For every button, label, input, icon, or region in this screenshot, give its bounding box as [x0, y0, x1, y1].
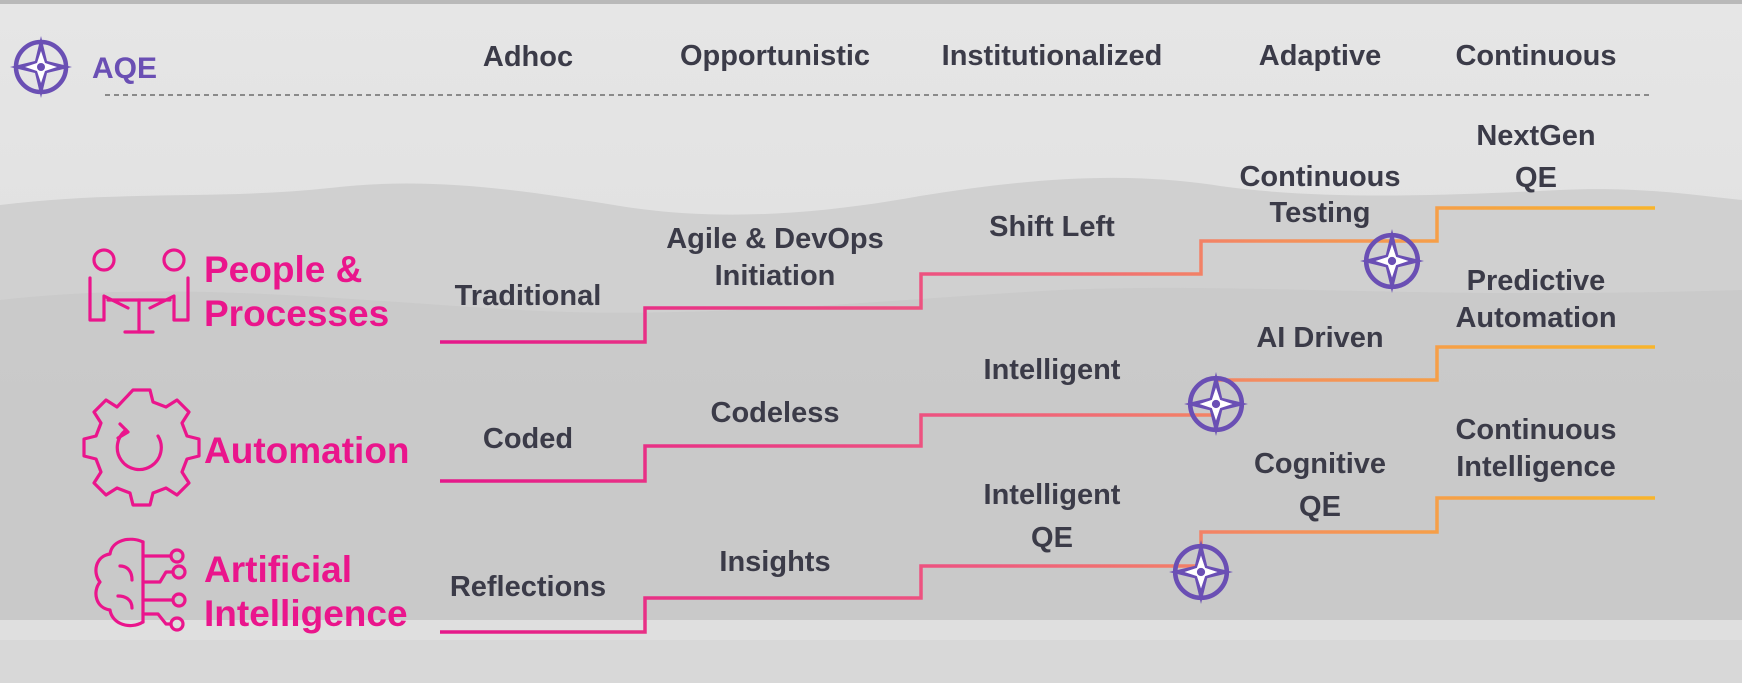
category-label-ai-line2: Intelligence — [204, 593, 408, 634]
step-reflections: Reflections — [450, 571, 606, 603]
row-artificial-intelligence: Artificial Intelligence Reflections Insi… — [94, 414, 1655, 634]
level-header-adaptive: Adaptive — [1259, 40, 1381, 72]
step-line-ai — [440, 496, 1655, 634]
step-nextgen-qe-line2: QE — [1515, 162, 1557, 194]
step-nextgen-qe-line1: NextGen — [1476, 120, 1595, 152]
level-header-opportunistic: Opportunistic — [680, 40, 870, 72]
category-label-people-line2: Processes — [204, 293, 389, 334]
step-cognitive-qe-line2: QE — [1299, 491, 1341, 523]
step-continuous-testing-line1: Continuous — [1239, 161, 1400, 193]
row-people-processes: People & Processes Traditional Agile & D… — [88, 120, 1655, 344]
row-automation: Automation Coded Codeless Intelligent AI… — [82, 265, 1655, 507]
step-codeless: Codeless — [711, 397, 840, 429]
step-continuous-testing-line2: Testing — [1270, 197, 1371, 229]
brain-circuit-icon — [94, 537, 187, 632]
people-meeting-icon — [88, 248, 190, 334]
step-insights: Insights — [719, 546, 830, 578]
step-line-people — [440, 206, 1655, 344]
step-intelligent-qe-line2: QE — [1031, 522, 1073, 554]
category-label-ai-line1: Artificial — [204, 549, 352, 590]
brand-title: AQE — [92, 52, 157, 85]
step-ai-driven: AI Driven — [1256, 322, 1383, 354]
gear-refresh-icon — [82, 388, 201, 507]
header: AQE Adhoc Opportunistic Institutionalize… — [10, 36, 1650, 98]
step-agile-devops-line1: Agile & DevOps — [666, 223, 884, 255]
step-continuous-intelligence-line2: Intelligence — [1456, 451, 1616, 483]
category-label-people-line1: People & — [204, 249, 362, 290]
step-line-automation — [440, 345, 1655, 483]
step-intelligent-qe-line1: Intelligent — [984, 479, 1121, 511]
step-traditional: Traditional — [455, 280, 602, 312]
step-intelligent: Intelligent — [984, 354, 1121, 386]
level-header-institutionalized: Institutionalized — [942, 40, 1163, 72]
level-header-continuous: Continuous — [1455, 40, 1616, 72]
step-predictive-automation-line1: Predictive — [1467, 265, 1606, 297]
level-header-adhoc: Adhoc — [483, 41, 573, 73]
category-label-automation: Automation — [204, 430, 410, 471]
step-coded: Coded — [483, 423, 573, 455]
step-predictive-automation-line2: Automation — [1455, 302, 1616, 334]
step-agile-devops-line2: Initiation — [715, 260, 836, 292]
step-continuous-intelligence-line1: Continuous — [1455, 414, 1616, 446]
step-cognitive-qe-line1: Cognitive — [1254, 448, 1386, 480]
step-shift-left: Shift Left — [989, 211, 1115, 243]
